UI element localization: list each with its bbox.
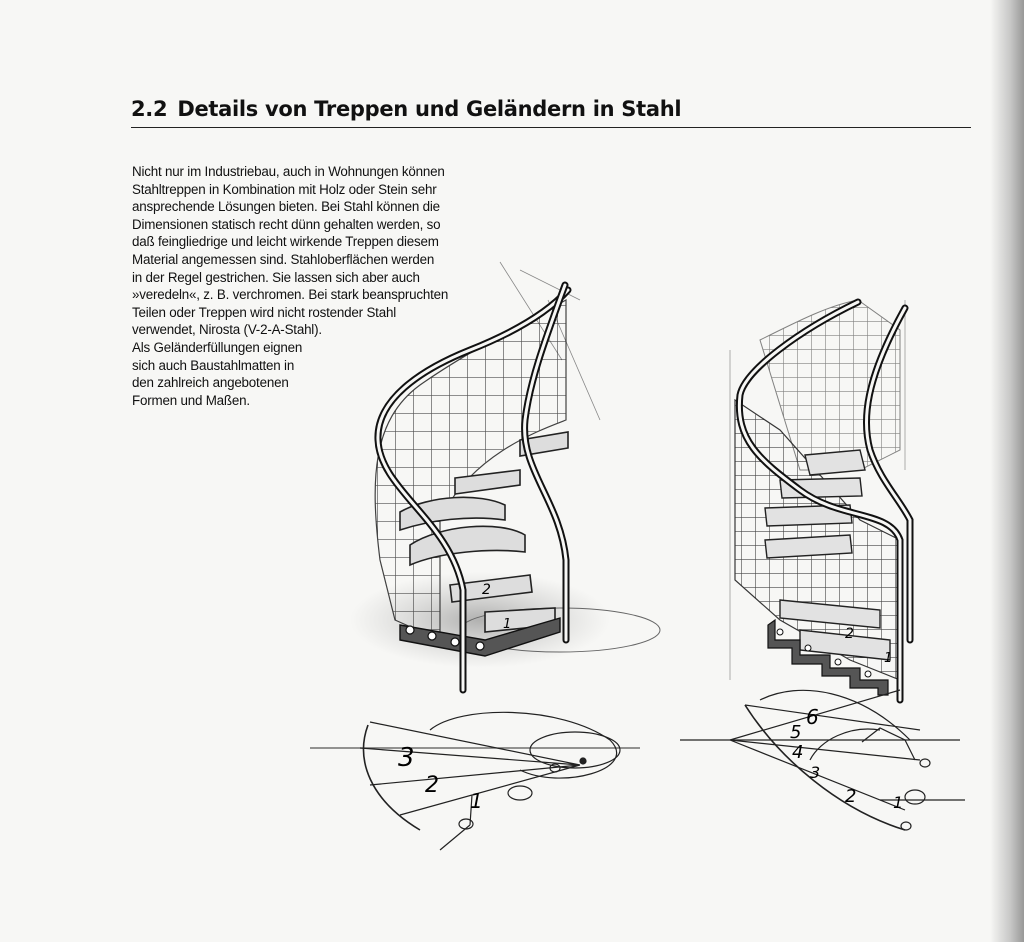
body-line: daß feingliedrige und leicht wirkende Tr… xyxy=(132,234,439,250)
left-plan-number-2: 2 xyxy=(425,773,439,798)
body-line: Teilen oder Treppen wird nicht rostender… xyxy=(132,304,396,320)
right-treads xyxy=(764,449,891,661)
right-plan-number-2: 2 xyxy=(845,786,856,807)
body-line: »veredeln«, z. B. verchromen. Bei stark … xyxy=(132,287,449,303)
right-plan-number-5: 5 xyxy=(790,722,801,743)
left-plan-number-3: 3 xyxy=(398,743,415,773)
body-line: Material angemessen sind. Stahloberfläch… xyxy=(132,251,435,267)
right-plan-number-6: 6 xyxy=(806,705,819,729)
right-step-number-1: 1 xyxy=(884,651,892,666)
body-paragraph: Nicht nur im Industriebau, auch in Wohnu… xyxy=(132,163,502,409)
left-plan-number-1: 1 xyxy=(470,789,483,813)
body-line: in der Regel gestrichen. Sie lassen sich… xyxy=(132,269,420,285)
section-title: Details von Treppen und Geländern in Sta… xyxy=(177,97,682,121)
left-treads xyxy=(399,431,569,633)
body-line: Nicht nur im Industriebau, auch in Wohnu… xyxy=(132,164,445,179)
right-plan-number-3: 3 xyxy=(810,763,820,782)
right-step-number-2: 2 xyxy=(845,626,854,642)
body-line: Formen und Maßen. xyxy=(132,392,250,408)
left-spiral-stair-drawing: 2 1 xyxy=(350,261,661,694)
left-stair-plan xyxy=(310,711,640,851)
heading-rule xyxy=(131,127,971,128)
body-line: Stahltreppen in Kombination mit Holz ode… xyxy=(132,181,437,197)
right-stringer xyxy=(767,618,889,696)
right-plan-number-1: 1 xyxy=(893,793,903,812)
right-plan-number-4: 4 xyxy=(792,742,803,763)
right-spiral-stair-drawing: 2 1 xyxy=(729,298,914,704)
left-step-number-1: 1 xyxy=(503,617,511,632)
body-line: den zahlreich angebotenen xyxy=(132,375,289,391)
section-heading: 2.2 Details von Treppen und Geländern in … xyxy=(131,97,682,121)
body-line: sich auch Baustahlmatten in xyxy=(132,357,295,373)
right-stair-plan xyxy=(680,689,965,831)
body-line: Dimensionen statisch recht dünn gehalten… xyxy=(132,216,441,232)
left-step-number-2: 2 xyxy=(482,582,491,598)
section-number: 2.2 xyxy=(131,97,168,121)
page-edge-shadow xyxy=(990,0,1024,942)
body-line: verwendet, Nirosta (V-2-A-Stahl). xyxy=(132,322,322,338)
body-line: Als Geländerfüllungen eignen xyxy=(132,339,303,355)
body-line: ansprechende Lösungen bieten. Bei Stahl … xyxy=(132,199,440,215)
